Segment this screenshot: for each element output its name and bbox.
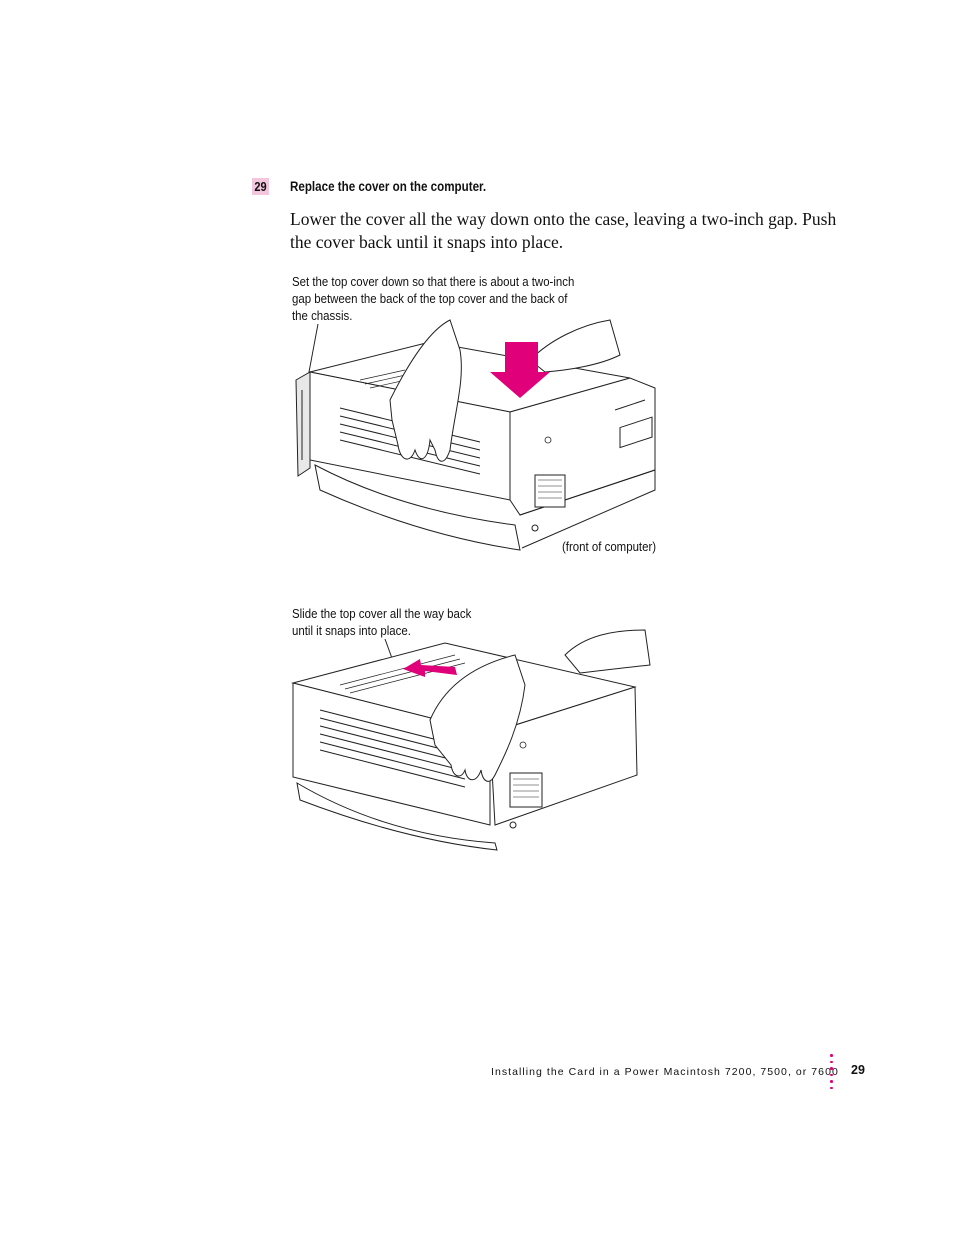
callout-line: until it snaps into place. — [292, 623, 411, 638]
callout-line: gap between the back of the top cover an… — [292, 291, 568, 306]
down-arrow-icon — [490, 342, 550, 398]
cover-lowering-illustration — [295, 319, 656, 551]
apple-logo-icon — [519, 741, 527, 749]
front-of-computer-label: (front of computer) — [562, 538, 656, 555]
figure2-callout: Slide the top cover all the way back unt… — [292, 605, 471, 639]
page-number: 29 — [851, 1063, 865, 1077]
running-footer: Installing the Card in a Power Macintosh… — [491, 1066, 839, 1078]
footer-dot-rule — [830, 1054, 834, 1093]
callout-line: Slide the top cover all the way back — [292, 606, 472, 621]
figure1-callout: Set the top cover down so that there is … — [292, 273, 574, 324]
callout-line: Set the top cover down so that there is … — [292, 274, 575, 289]
cover-sliding-illustration — [291, 629, 651, 851]
step-title: Replace the cover on the computer. — [290, 179, 487, 194]
left-arrow-icon — [403, 659, 457, 677]
apple-logo-icon — [544, 436, 552, 444]
callout-line: the chassis. — [292, 308, 353, 323]
step-number: 29 — [252, 178, 269, 195]
body-paragraph: Lower the cover all the way down onto th… — [290, 209, 837, 252]
front-label-text: (front of computer) — [562, 539, 657, 554]
